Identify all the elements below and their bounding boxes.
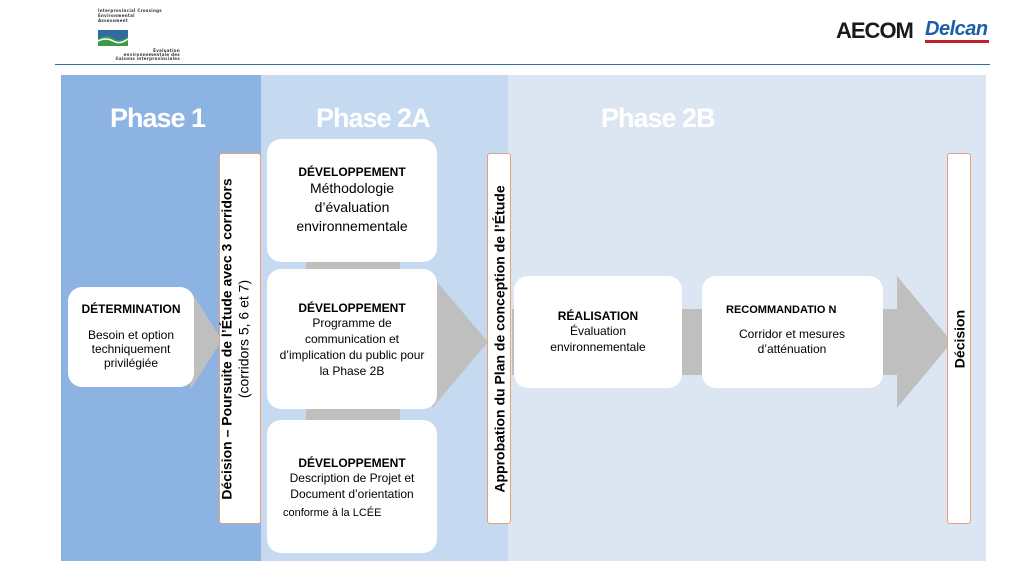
arrow-to-decision1: [190, 290, 222, 390]
development-communication-body: Programme de communication et d’implicat…: [279, 316, 425, 378]
interprovincial-crossings-logo: Interprovincial Crossings Environmental …: [50, 6, 180, 61]
aecom-logo: AECOM: [836, 18, 914, 43]
logo-line: environnementale des: [123, 52, 180, 57]
recommandation-title: RECOMMANDATIO N: [726, 304, 837, 316]
logo-line: Interprovincial Crossings: [98, 8, 162, 13]
development-communication-title: DÉVELOPPEMENT: [298, 301, 406, 315]
logo-line: Environmental: [98, 13, 135, 18]
determination-box: DÉTERMINATION Besoin et option technique…: [68, 287, 194, 387]
realisation-body: Évaluation environnementale: [550, 324, 646, 354]
final-decision-banner: Décision: [947, 153, 971, 524]
determination-body: Besoin et option techniquement privilégi…: [87, 328, 175, 370]
development-description-box: DÉVELOPPEMENT Description de Projet et D…: [267, 420, 437, 553]
decision-continue-corridors: (corridors 5, 6 et 7): [235, 279, 252, 399]
decision-continue-text: Décision – Poursuite de l’Étude avec 3 c…: [219, 154, 263, 525]
arrow-to-approbation: [432, 276, 488, 408]
phase2a-title: Phase 2A: [316, 103, 431, 133]
development-description-body-2: conforme à la LCÉE: [283, 507, 382, 519]
development-description-title: DÉVELOPPEMENT: [298, 456, 406, 470]
phase2b-title: Phase 2B: [601, 103, 716, 133]
delcan-logo-underline: [925, 40, 989, 43]
recommandation-box: RECOMMANDATIO N Corridor et mesures d’at…: [702, 276, 883, 388]
header-divider: [55, 64, 990, 65]
river-emblem-icon: [98, 30, 128, 46]
approbation-text: Approbation du Plan de conception de l’É…: [491, 185, 508, 493]
phase1-title: Phase 1: [110, 103, 206, 133]
development-methodology-body: Méthodologie d’évaluation environnementa…: [296, 180, 408, 234]
decision-continue-bold: Décision – Poursuite de l’Étude avec 3 c…: [218, 178, 235, 500]
development-methodology-box: DÉVELOPPEMENT Méthodologie d’évaluation …: [267, 139, 437, 262]
delcan-logo: Delcan: [925, 18, 988, 40]
logo-line: liaisons interprovinciales: [115, 56, 180, 61]
development-description-body: Description de Projet et Document d’orie…: [289, 471, 415, 501]
realisation-title: RÉALISATION: [557, 309, 639, 323]
approbation-banner: Approbation du Plan de conception de l’É…: [487, 153, 511, 524]
development-methodology-title: DÉVELOPPEMENT: [298, 165, 406, 179]
recommandation-body: Corridor et mesures d’atténuation: [738, 327, 846, 356]
logo-line: Assessment: [98, 18, 128, 23]
logo-line: Évaluation: [153, 48, 180, 53]
realisation-box: RÉALISATION Évaluation environnementale: [514, 276, 682, 388]
decision-continue-banner: Décision – Poursuite de l’Étude avec 3 c…: [219, 153, 261, 524]
development-communication-box: DÉVELOPPEMENT Programme de communication…: [267, 269, 437, 409]
final-decision-text: Décision: [951, 309, 968, 369]
connector-bar: [306, 405, 400, 423]
determination-title: DÉTERMINATION: [81, 302, 181, 316]
